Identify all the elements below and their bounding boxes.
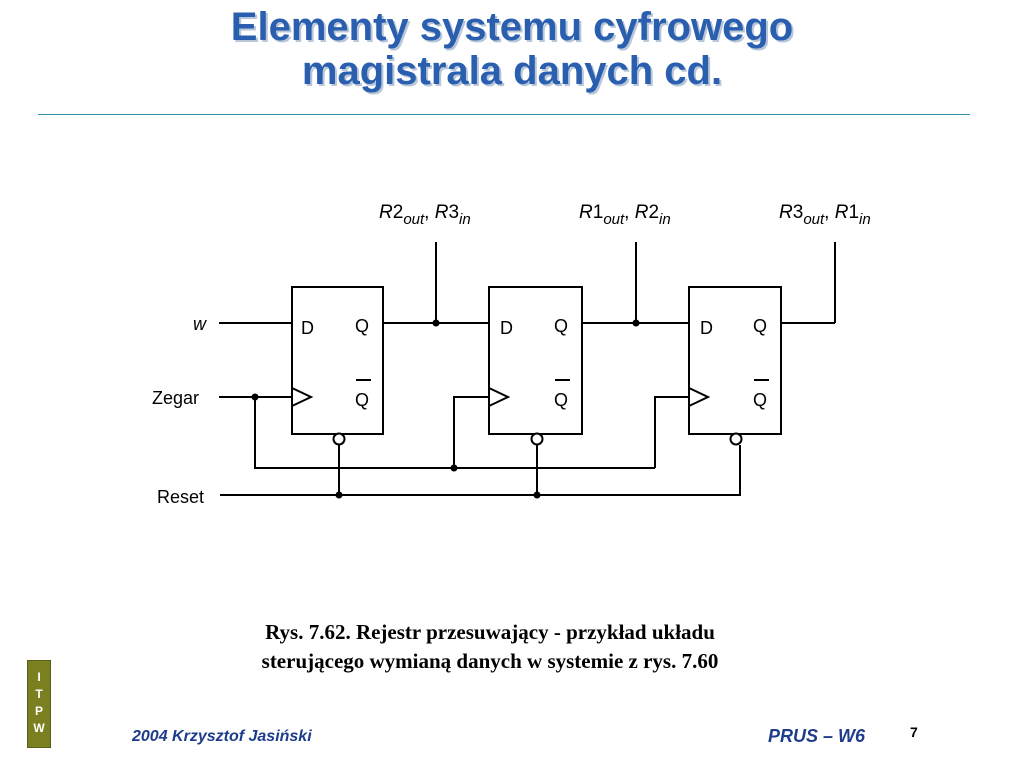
logo-letter: W <box>33 721 45 735</box>
footer-author: 2004 Krzysztof Jasiński <box>132 728 312 745</box>
clock-triangle-1 <box>291 387 314 407</box>
flipflop-3-box <box>688 286 782 435</box>
reset-bus <box>220 445 741 496</box>
ff3-qbar-label: Q <box>753 390 767 410</box>
junction-dot <box>632 319 640 327</box>
reset-bubble-1 <box>332 432 346 446</box>
clock-bus <box>254 397 655 469</box>
clock-triangle-2 <box>488 387 511 407</box>
logo-letter: I <box>37 670 41 684</box>
control-label-1: R2out, R3in <box>379 202 471 228</box>
footer-course: PRUS – W6 <box>768 726 866 746</box>
slide-title-line2: magistrala danych cd. <box>301 49 723 93</box>
junction-dot <box>251 393 259 401</box>
reset-input-label: Reset <box>157 487 204 507</box>
itpw-logo: I T P W <box>27 660 51 748</box>
junction-dot <box>335 491 343 499</box>
ff2-qbar-label: Q <box>554 390 568 410</box>
ff2-d-label: D <box>500 318 513 338</box>
ff1-q-label: Q <box>355 316 369 336</box>
flipflop-2-box <box>488 286 583 435</box>
reset-bubble-3 <box>729 432 743 446</box>
junction-dot <box>432 319 440 327</box>
ff3-d-label: D <box>700 318 713 338</box>
ff3-q-label: Q <box>753 316 767 336</box>
control-label-2: R1out, R2in <box>579 202 671 228</box>
ff1-d-label: D <box>301 318 314 338</box>
figure-caption-line1: Rys. 7.62. Rejestr przesuwający - przykł… <box>265 620 715 644</box>
slide-title-line1: Elementy systemu cyfrowego <box>230 5 794 49</box>
ff2-q-label: Q <box>554 316 568 336</box>
clock-branch-3 <box>654 396 689 468</box>
junction-dot <box>450 464 458 472</box>
control-label-3: R3out, R1in <box>779 202 871 228</box>
w-input-label: w <box>193 314 207 334</box>
ff1-qbar-label: Q <box>355 390 369 410</box>
clock-triangle-3 <box>688 387 711 407</box>
logo-letter: P <box>34 704 43 718</box>
logo-letter: T <box>35 687 43 701</box>
figure-caption-line2: sterującego wymianą danych w systemie z … <box>261 649 719 673</box>
clock-input-label: Zegar <box>152 388 199 408</box>
reset-bubble-2 <box>530 432 544 446</box>
clock-branch-2 <box>453 396 489 468</box>
page-number: 7 <box>910 724 918 740</box>
title-divider <box>38 114 970 115</box>
flipflop-1-box <box>291 286 384 435</box>
wires <box>219 242 836 496</box>
junction-dot <box>533 491 541 499</box>
